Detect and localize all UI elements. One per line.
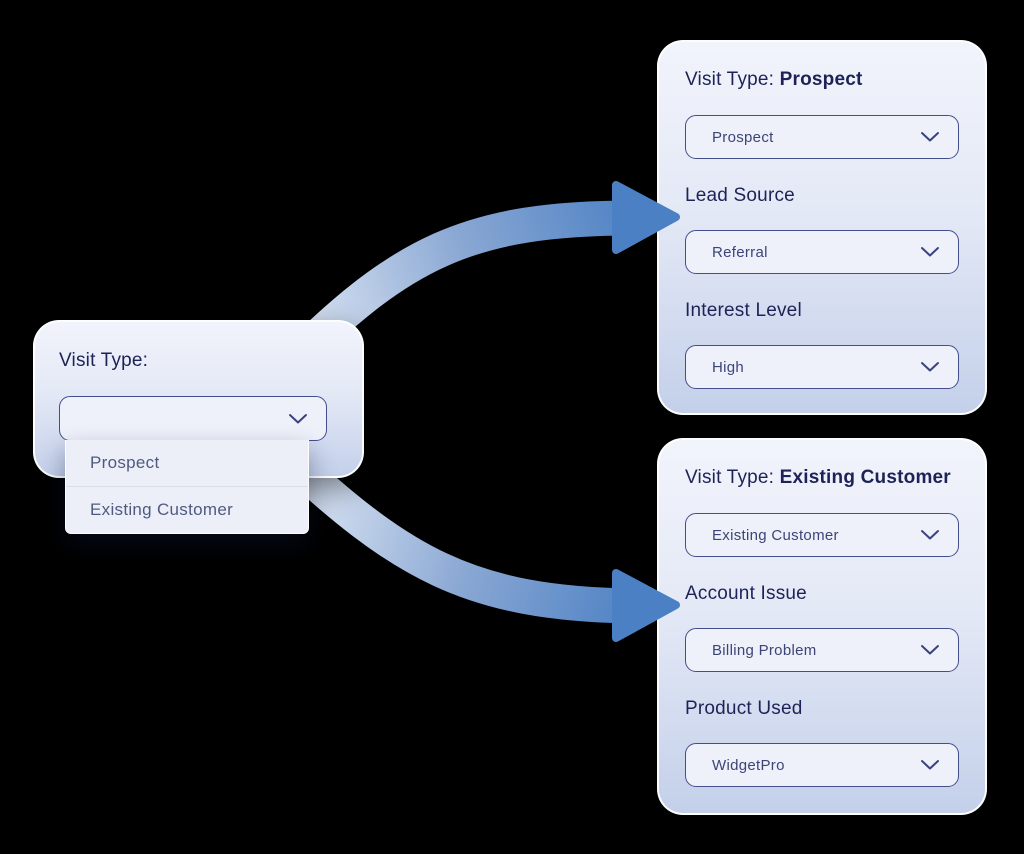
prospect-card-title: Visit Type: Prospect: [685, 66, 959, 94]
account-issue-value: Billing Problem: [712, 641, 817, 659]
chevron-down-icon: [921, 760, 939, 770]
account-issue-select[interactable]: Billing Problem: [685, 628, 959, 672]
existing-title-value: Existing Customer: [779, 467, 951, 488]
visit-type-label: Visit Type:: [59, 350, 149, 371]
lead-source-label: Lead Source: [685, 185, 795, 206]
prospect-branch-card: Visit Type: Prospect Prospect Lead Sourc…: [657, 40, 987, 415]
existing-visit-type-value: Existing Customer: [712, 526, 839, 544]
visit-type-card: Visit Type: Prospect Existing Customer: [33, 320, 364, 534]
existing-visit-type-select[interactable]: Existing Customer: [685, 513, 959, 557]
chevron-down-icon: [921, 132, 939, 142]
product-used-label: Product Used: [685, 698, 803, 719]
prospect-title-prefix: Visit Type:: [685, 69, 780, 90]
visit-type-select[interactable]: [59, 396, 327, 441]
product-used-select[interactable]: WidgetPro: [685, 743, 959, 787]
interest-level-select[interactable]: High: [685, 345, 959, 389]
chevron-down-icon: [921, 247, 939, 257]
product-used-value: WidgetPro: [712, 756, 785, 774]
interest-level-label: Interest Level: [685, 300, 802, 321]
lead-source-value: Referral: [712, 243, 768, 261]
chevron-down-icon: [921, 645, 939, 655]
existing-customer-branch-card: Visit Type: Existing Customer Existing C…: [657, 438, 987, 815]
chevron-down-icon: [289, 413, 307, 423]
lead-source-select[interactable]: Referral: [685, 230, 959, 274]
option-prospect[interactable]: Prospect: [90, 453, 160, 472]
prospect-visit-type-select[interactable]: Prospect: [685, 115, 959, 159]
visit-type-option-list: Prospect Existing Customer: [65, 440, 309, 534]
prospect-title-value: Prospect: [779, 69, 863, 90]
flow-arrow-to-existing: [270, 439, 680, 642]
chevron-down-icon: [921, 530, 939, 540]
chevron-down-icon: [921, 362, 939, 372]
existing-card-title: Visit Type: Existing Customer: [685, 464, 959, 492]
interest-level-value: High: [712, 358, 745, 376]
existing-title-prefix: Visit Type:: [685, 467, 780, 488]
prospect-visit-type-value: Prospect: [712, 128, 774, 146]
option-existing-customer[interactable]: Existing Customer: [66, 486, 308, 533]
account-issue-label: Account Issue: [685, 583, 807, 604]
